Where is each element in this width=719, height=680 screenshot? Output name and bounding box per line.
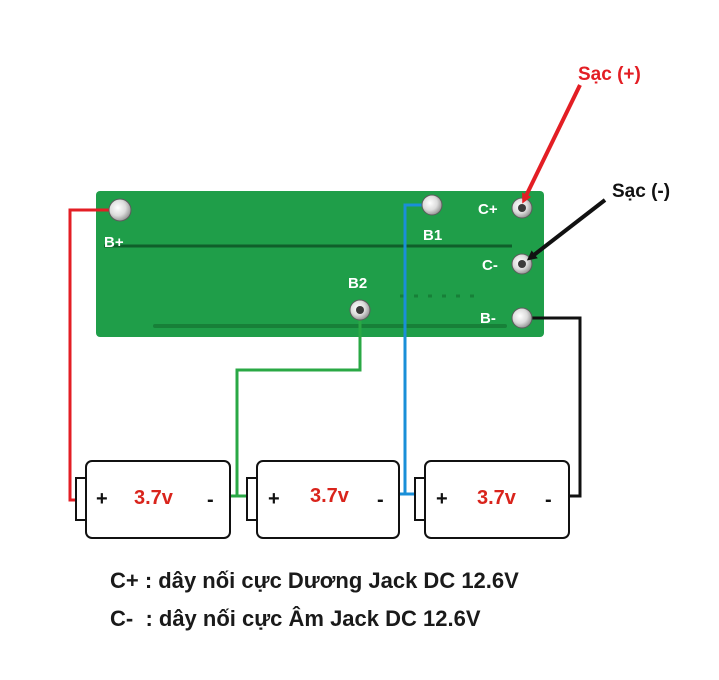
battery-minus: - (377, 489, 384, 511)
pad-labels: B+ B1 B2 C+ C- B- (104, 201, 498, 327)
pad-b-plus (108, 198, 132, 222)
pcb-board (96, 191, 544, 337)
pad-label-c-minus: C- (482, 257, 498, 274)
battery-label: 3.7v (310, 485, 350, 507)
pad-b2-hole (356, 306, 364, 314)
battery-2: + 3.7v - (246, 460, 400, 539)
pad-c-plus-hole (518, 204, 526, 212)
battery-plus: + (96, 488, 108, 510)
annotation-charge-negative: Sạc (-) (612, 181, 670, 202)
battery-body (256, 460, 400, 539)
battery-body (424, 460, 570, 539)
pad-label-b1: B1 (423, 227, 442, 244)
pad-label-c-plus: C+ (478, 201, 498, 218)
pad-label-b-plus: B+ (104, 234, 124, 251)
annotation-charge-positive: Sạc (+) (578, 64, 641, 85)
pcb-body (96, 191, 544, 337)
pad-c-minus-hole (518, 260, 526, 268)
battery-terminal (75, 477, 87, 521)
battery-3: + 3.7v - (414, 460, 570, 539)
battery-body (85, 460, 231, 539)
pads (108, 194, 533, 329)
battery-label: 3.7v (477, 487, 517, 509)
pad-label-b-minus: B- (480, 310, 496, 327)
legend-line-c-minus: C- : dây nối cực Âm Jack DC 12.6V (110, 606, 481, 631)
arrow-charge-negative (526, 198, 607, 261)
battery-minus: - (207, 489, 214, 511)
battery-minus: - (545, 489, 552, 511)
battery-label: 3.7v (134, 487, 174, 509)
pad-b-minus (511, 307, 533, 329)
battery-1: + 3.7v - (75, 460, 231, 539)
battery-plus: + (268, 488, 280, 510)
legend-line-c-plus: C+ : dây nối cực Dương Jack DC 12.6V (110, 568, 519, 593)
pad-label-b2: B2 (348, 275, 367, 292)
arrow-charge-positive (522, 84, 582, 204)
wire-b2 (235, 310, 362, 496)
pad-b1 (421, 194, 443, 216)
battery-terminal (414, 477, 426, 521)
battery-terminal (246, 477, 258, 521)
battery-plus: + (436, 488, 448, 510)
